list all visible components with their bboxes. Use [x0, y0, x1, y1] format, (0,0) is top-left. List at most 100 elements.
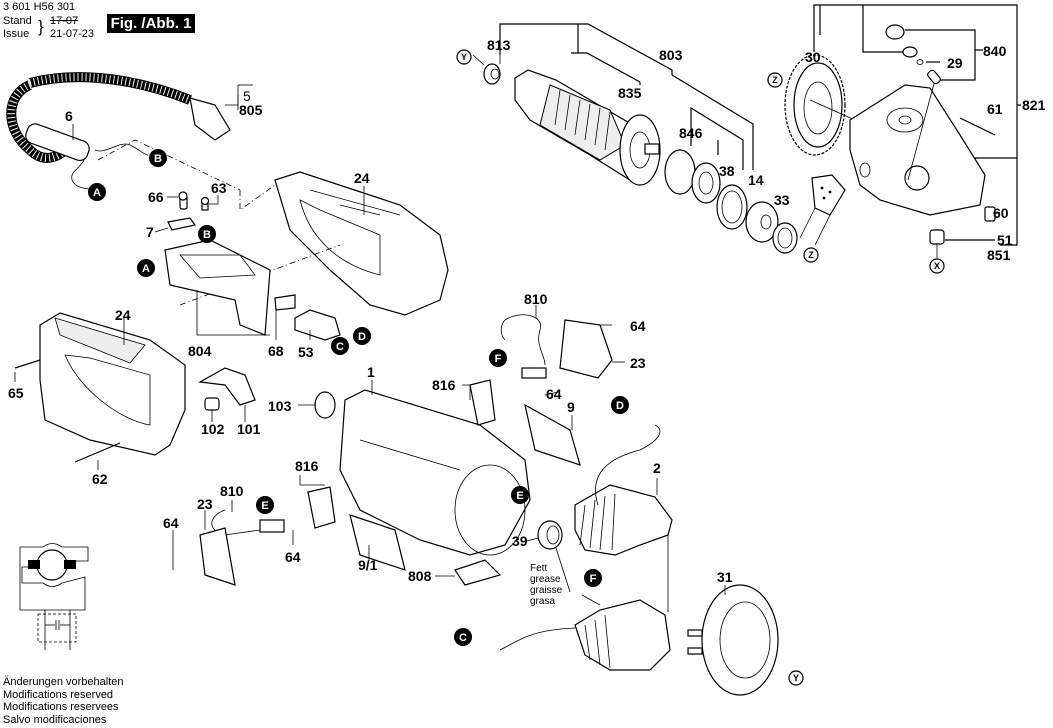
grease-pad: [799, 174, 846, 246]
label-63: 63: [211, 180, 227, 196]
connector-c-switch: C: [331, 337, 349, 355]
label-64-left: 64: [163, 515, 179, 531]
issue-label: Issue: [3, 28, 30, 40]
label-64-mid: 64: [546, 386, 562, 402]
connector-c-coil: C: [454, 628, 472, 646]
grease-note-es: grasa: [530, 596, 555, 607]
label-805: 805: [239, 102, 263, 118]
label-23-bottom: 23: [197, 496, 213, 512]
svg-text:A: A: [93, 187, 101, 199]
label-66: 66: [148, 189, 164, 205]
svg-text:B: B: [203, 229, 211, 241]
label-808: 808: [408, 568, 432, 584]
connector-d-switch: D: [353, 327, 371, 345]
label-64-top: 64: [630, 318, 646, 334]
grease-note-fr: graisse: [530, 585, 563, 596]
connector-d-coil: D: [611, 396, 629, 414]
svg-text:C: C: [336, 341, 344, 353]
armature-part: [483, 63, 661, 186]
grease-note-de: Fett: [530, 563, 547, 574]
connector-markers-dark: A B B A D C F D E E F C: [88, 149, 629, 646]
stand-label: Stand: [3, 15, 32, 27]
bracket-lines-gearhead: [813, 4, 1021, 246]
label-51: 51: [997, 232, 1013, 248]
bracket-lines-armature: [499, 23, 754, 170]
label-14: 14: [748, 172, 764, 188]
label-810-bottom: 810: [220, 483, 244, 499]
connector-a-top: A: [88, 183, 106, 201]
label-1: 1: [367, 364, 375, 380]
bevel-gear: [784, 54, 901, 156]
label-23-top: 23: [630, 355, 646, 371]
marker-y-top: Y: [456, 49, 472, 65]
connector-b-switch: B: [198, 225, 216, 243]
svg-text:Y: Y: [461, 52, 467, 62]
label-33: 33: [774, 192, 790, 208]
label-103: 103: [268, 398, 292, 414]
handle-half-top: [179, 171, 449, 316]
marker-z-gear: Z: [767, 72, 783, 88]
label-39: 39: [512, 533, 528, 549]
label-24-bottom: 24: [115, 307, 131, 323]
switch-assembly: [164, 191, 341, 341]
grease-note-en: grease: [530, 574, 561, 585]
label-835: 835: [618, 85, 642, 101]
connector-a-switch: A: [137, 259, 155, 277]
svg-text:X: X: [934, 261, 940, 271]
label-9: 9: [567, 399, 575, 415]
connector-b-top: B: [149, 149, 167, 167]
label-2: 2: [653, 460, 661, 476]
connector-f-coil: F: [584, 569, 602, 587]
svg-text:A: A: [142, 263, 150, 275]
label-64-bottom: 64: [285, 549, 301, 565]
issue-date: 21-07-23: [50, 28, 95, 40]
part-number: 3 601 H56 301: [3, 1, 76, 13]
motor-housing: [314, 389, 531, 556]
label-810-top: 810: [524, 291, 548, 307]
wiring-schematic: [19, 543, 89, 650]
handle-half-bottom: [14, 312, 186, 463]
gear-housing: [849, 24, 996, 258]
bearing-39: [537, 520, 563, 550]
label-31: 31: [717, 569, 733, 585]
stand-date-crossed: 17-07: [50, 15, 79, 27]
label-61: 61: [987, 101, 1003, 117]
label-846: 846: [679, 125, 703, 141]
label-38: 38: [719, 163, 735, 179]
part-labels: 813 803 835 30 840 29 821 61 846 38 14 3…: [8, 37, 1046, 585]
label-9-1: 9/1: [358, 557, 378, 573]
label-804: 804: [188, 343, 212, 359]
label-851: 851: [987, 247, 1011, 263]
label-816-bottom: 816: [295, 458, 319, 474]
switch-lever: [198, 367, 256, 411]
svg-text:B: B: [154, 153, 162, 165]
brace: }: [38, 17, 44, 36]
label-62: 62: [92, 471, 108, 487]
connector-f-top: F: [489, 349, 507, 367]
svg-text:E: E: [516, 490, 523, 502]
connector-e-housing: E: [511, 486, 529, 504]
brush-parts: [199, 314, 613, 586]
figure-title: Fig. /Abb. 1: [107, 14, 195, 33]
svg-text:C: C: [459, 632, 467, 644]
label-65: 65: [8, 385, 24, 401]
footer-line-fr: Modifications reservees: [3, 701, 119, 713]
label-840: 840: [983, 43, 1007, 59]
svg-text:D: D: [358, 331, 366, 343]
svg-text:D: D: [616, 400, 624, 412]
footer-notice: Änderungen vorbehalten Modifications res…: [3, 676, 123, 726]
bearing-parts: [664, 149, 798, 254]
label-24-top: 24: [354, 170, 370, 186]
grease-note: Fett grease graisse grasa: [530, 563, 563, 607]
marker-z-bearing: Z: [803, 247, 819, 263]
label-6: 6: [65, 108, 73, 124]
label-101: 101: [237, 421, 261, 437]
footer-line-es: Salvo modificaciones: [3, 713, 107, 726]
marker-x-housing: X: [929, 258, 945, 274]
svg-text:F: F: [495, 353, 502, 365]
label-30: 30: [805, 49, 821, 65]
leader-lines: [14, 54, 726, 595]
svg-text:E: E: [261, 500, 268, 512]
power-cord: [6, 72, 241, 191]
